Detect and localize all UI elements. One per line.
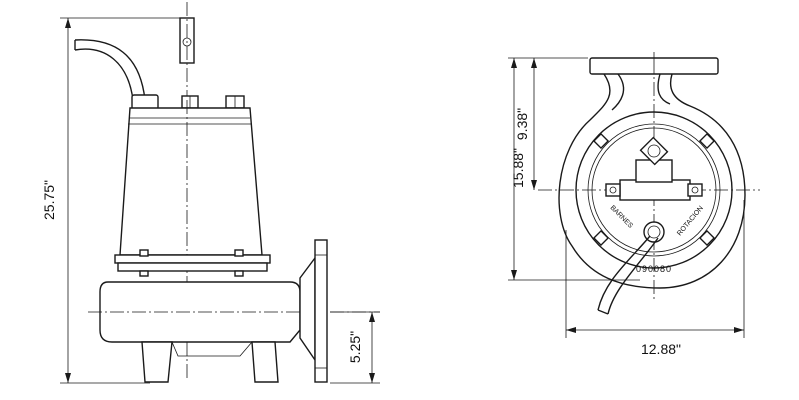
plan-view: BARNES ROTACION 090080 15.88" 9.38"	[508, 52, 760, 357]
overall-height-dimension: 25.75"	[41, 17, 180, 384]
plan-width-dimension: 12.88"	[565, 200, 745, 357]
pump-legs	[141, 341, 279, 383]
discharge-height-dimension: 5.25"	[330, 311, 380, 384]
discharge-height-label: 5.25"	[347, 331, 363, 363]
nameplate-brand: BARNES	[609, 204, 635, 230]
motor-housing	[119, 100, 263, 380]
nameplate-label: ROTACION	[676, 205, 705, 237]
plan-offset-label: 9.38"	[514, 108, 530, 140]
plan-corner-bolts	[592, 132, 716, 247]
plan-lifting-bracket	[605, 136, 703, 201]
top-bolts	[181, 95, 245, 109]
nameplate-serial: 090080	[636, 264, 672, 274]
overall-height-label: 25.75"	[41, 180, 57, 220]
power-cable	[74, 39, 159, 110]
plan-depth-label: 15.88"	[510, 148, 526, 188]
plan-offset-dimension: 9.38"	[514, 58, 537, 190]
side-elevation-view: 25.75"	[41, 2, 380, 384]
motor-flange	[114, 249, 271, 277]
lifting-bracket	[179, 2, 195, 100]
plan-width-label: 12.88"	[641, 341, 681, 357]
plan-cable-entry	[597, 221, 665, 315]
plan-depth-dimension: 15.88"	[508, 57, 640, 281]
discharge-flange	[299, 239, 328, 383]
